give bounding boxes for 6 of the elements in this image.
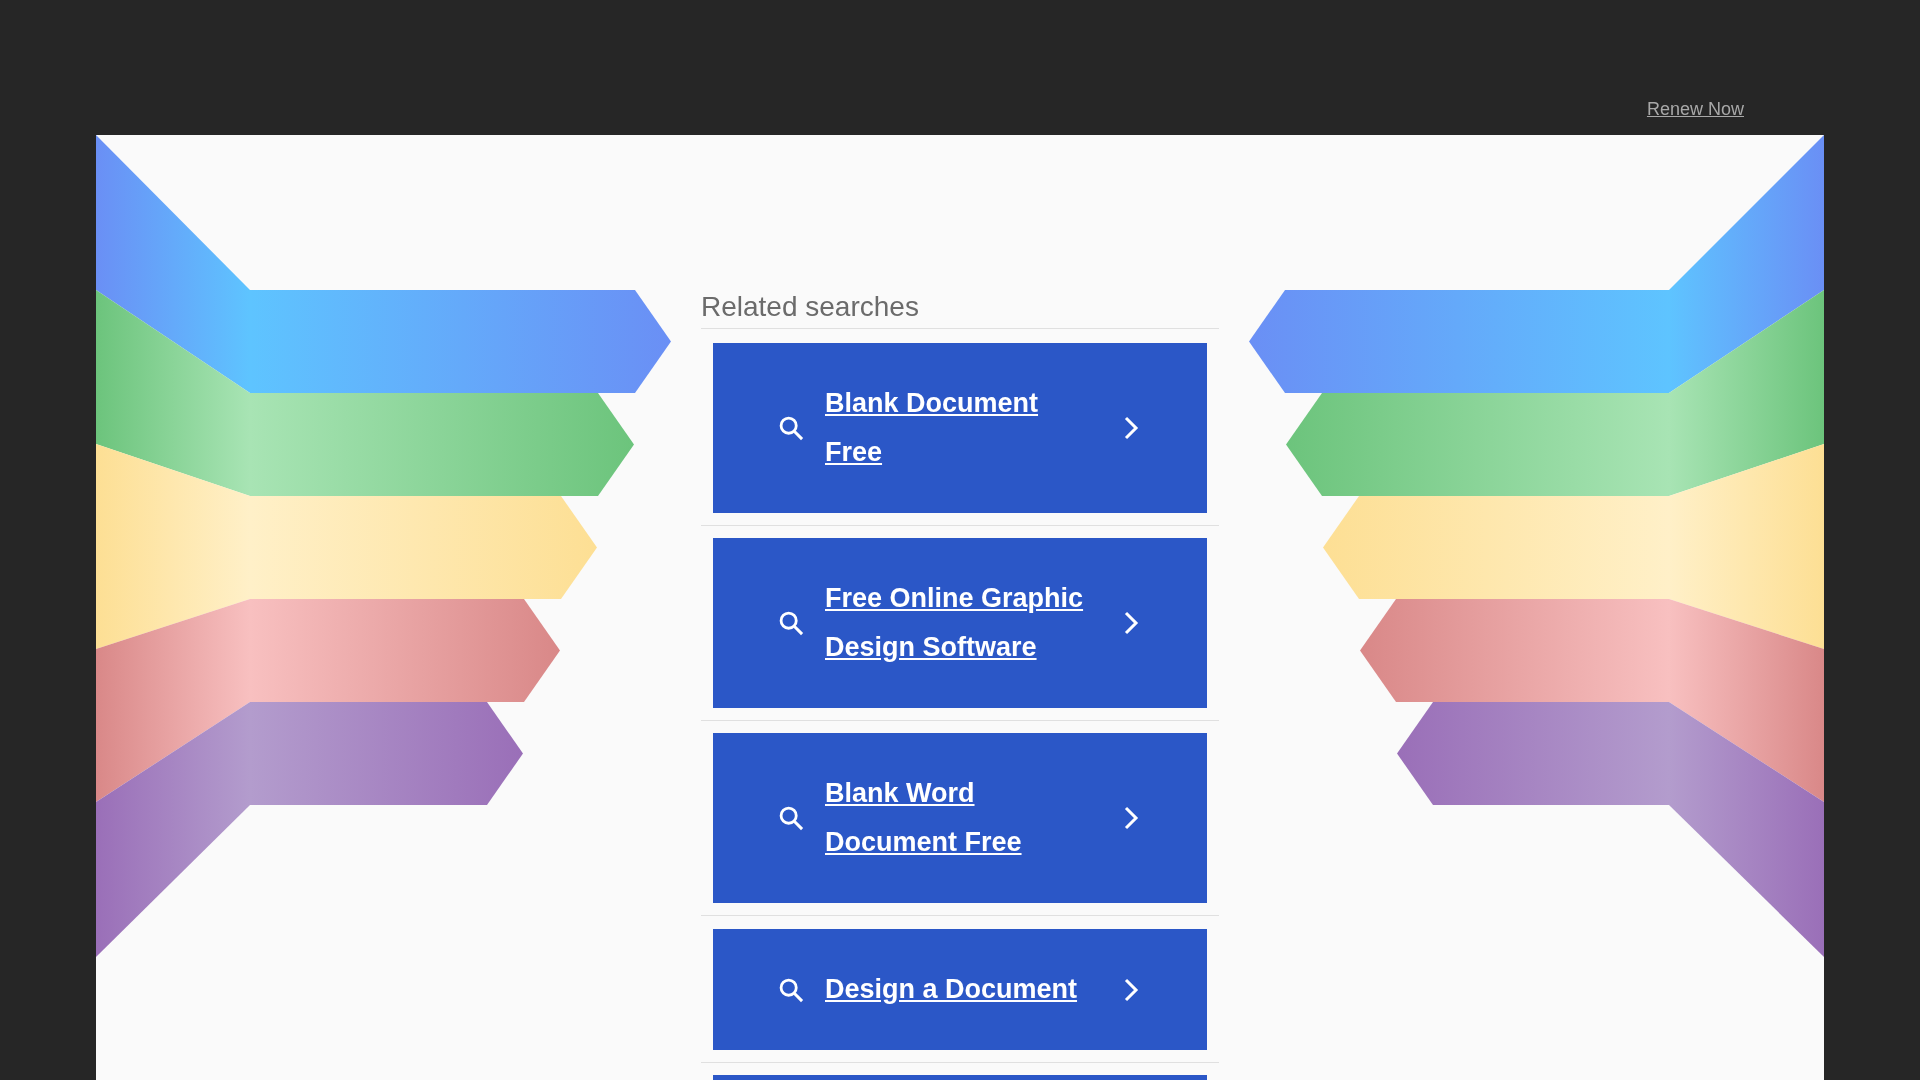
search-result-button: Design a Document <box>713 929 1207 1050</box>
search-result-button: Blank Document Free <box>713 343 1207 513</box>
search-result-button: Free Online Graphic Design Software <box>713 538 1207 708</box>
search-result-button: Blank Word Document Free <box>713 733 1207 903</box>
renew-link: Renew Now <box>1646 98 1744 121</box>
section-heading: Related searches <box>701 290 919 324</box>
